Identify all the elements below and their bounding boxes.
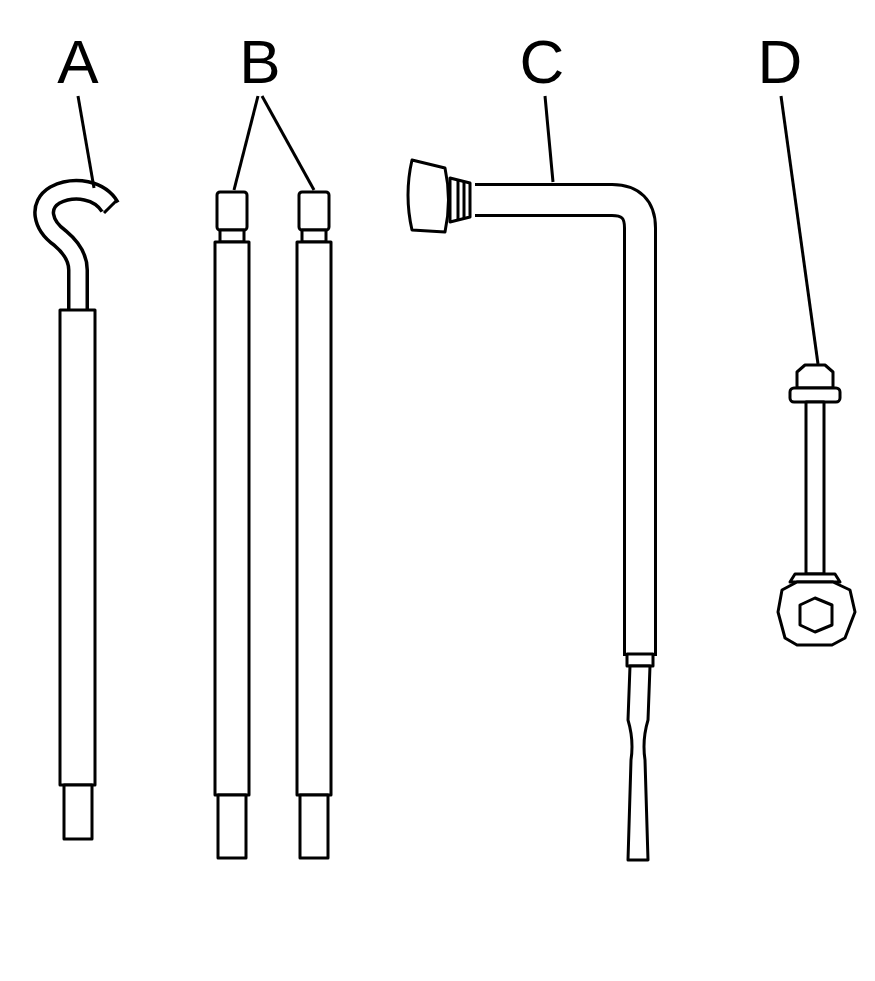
rod-end (64, 785, 92, 839)
small-nut (797, 365, 833, 388)
socket-collar (463, 182, 466, 218)
extension-cap (299, 192, 329, 230)
rod (60, 310, 95, 785)
extension-end (218, 795, 246, 858)
callout-letter: B (239, 31, 280, 93)
callout-letter: D (758, 31, 803, 93)
hook-tip (104, 201, 116, 213)
socket-collar (450, 178, 470, 222)
extension-end (300, 795, 328, 858)
wrench-neck (627, 654, 653, 666)
leader-line (78, 96, 94, 188)
leader-line (545, 96, 553, 182)
leader-line (262, 96, 314, 190)
socket-collar (457, 180, 460, 220)
leader-line (781, 96, 818, 364)
extension-ring (220, 230, 244, 242)
hook-fill (44, 190, 110, 314)
large-nut (778, 582, 855, 645)
washer (790, 388, 840, 402)
callout-letter: C (520, 31, 565, 93)
wrench-bar (475, 200, 640, 656)
shaft (806, 402, 824, 574)
extension (297, 242, 331, 795)
extension-cap (217, 192, 247, 230)
extension-ring (302, 230, 326, 242)
extension (215, 242, 249, 795)
pry-blade (628, 666, 650, 860)
leader-line (234, 96, 258, 190)
wrench-bar-fill (470, 200, 640, 654)
socket (408, 160, 449, 232)
hex-socket (800, 598, 832, 632)
callout-letter: A (57, 31, 98, 93)
